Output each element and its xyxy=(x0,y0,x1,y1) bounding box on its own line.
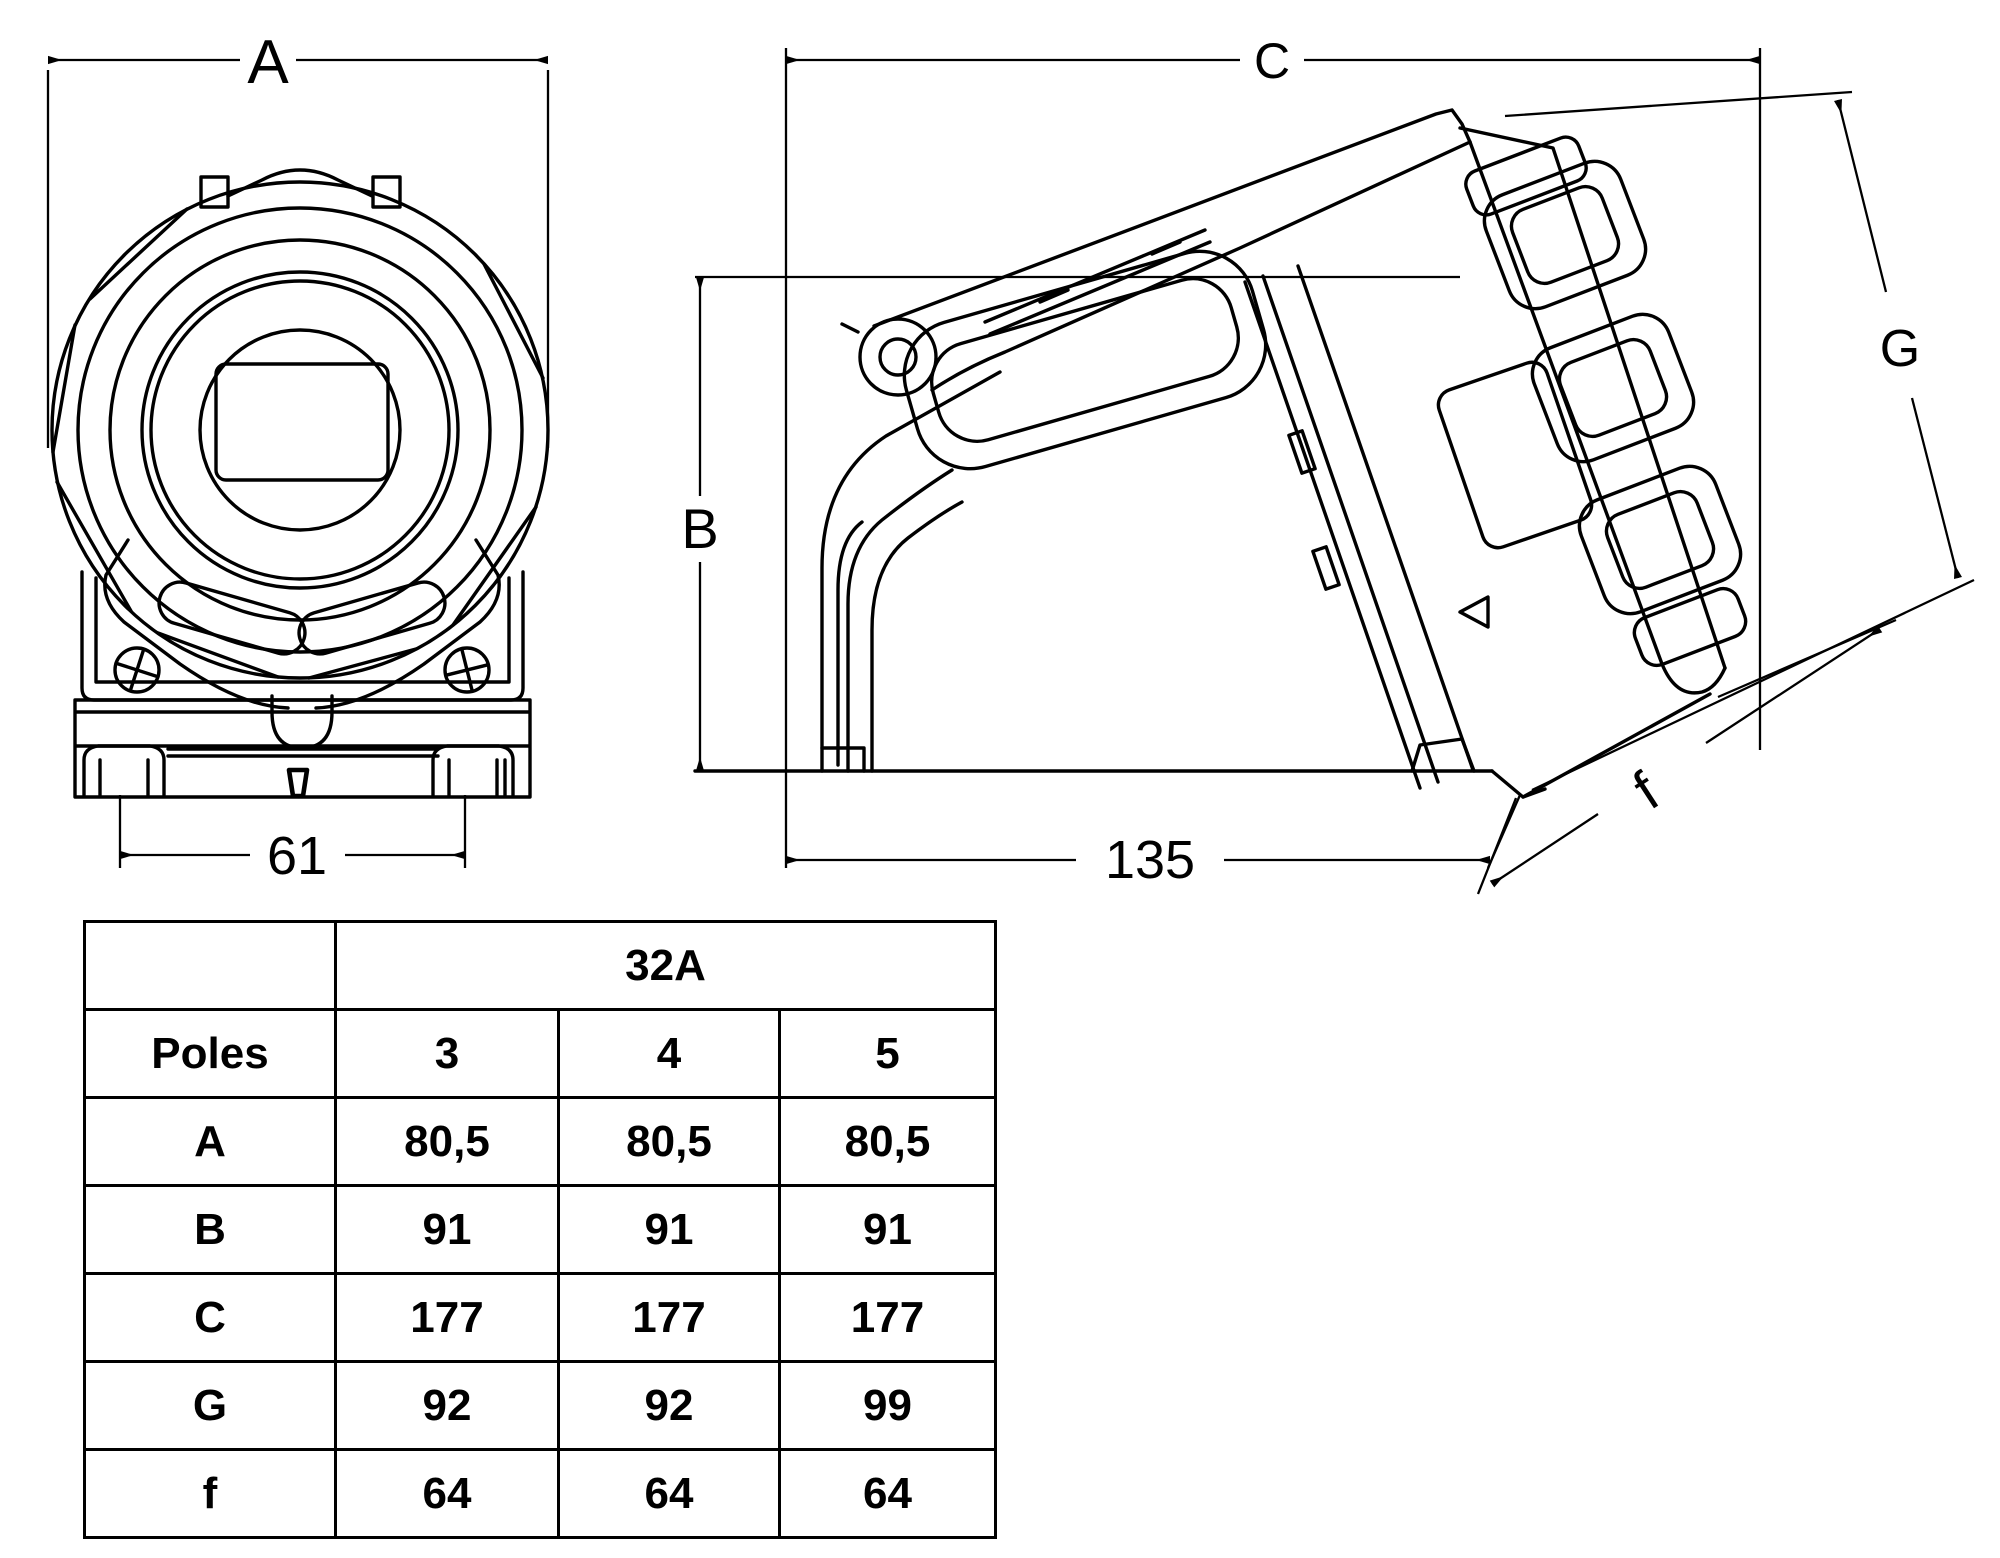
table-cell-G-5: 99 xyxy=(778,1360,997,1451)
table-cell-f-5: 64 xyxy=(778,1448,997,1539)
side-dim-135: 135 xyxy=(786,794,1522,890)
hinge-boss xyxy=(858,317,938,397)
table-cell-A-label: A xyxy=(83,1096,337,1187)
side-triangle-marker xyxy=(1458,595,1490,629)
table-row-current: 32A xyxy=(83,920,997,1011)
front-dim-A: A xyxy=(46,28,550,448)
front-socket-circle xyxy=(50,168,550,750)
dim-label-B: B xyxy=(681,497,718,560)
table-row-poles: Poles 3 4 5 xyxy=(83,1008,997,1099)
front-right-foot xyxy=(431,744,515,797)
table-cell-B-5: 91 xyxy=(778,1184,997,1275)
dimensions-table: 32A Poles 3 4 5 A 80,5 80,5 80,5 B 91 91… xyxy=(83,920,997,1539)
table-cell-C-label: C xyxy=(83,1272,337,1363)
hinge-pin xyxy=(878,337,918,377)
dim-label-A: A xyxy=(247,28,289,97)
front-mounting-base xyxy=(73,570,532,799)
dim-label-135: 135 xyxy=(1105,830,1195,890)
side-view: C B 135 f G xyxy=(681,33,1975,895)
front-center-tab xyxy=(286,767,310,799)
side-body xyxy=(820,249,1712,799)
dim-label-G: G xyxy=(1880,320,1920,378)
table-cell-B-4: 91 xyxy=(557,1184,781,1275)
table-row-C: C 177 177 177 xyxy=(83,1272,997,1363)
side-lid xyxy=(840,108,1748,695)
table-row-f: f 64 64 64 xyxy=(83,1448,997,1539)
table-cell-A-3: 80,5 xyxy=(334,1096,560,1187)
front-screw-left xyxy=(113,646,161,694)
side-dim-f: f xyxy=(1476,618,1897,895)
table-cell-poles-label: Poles xyxy=(83,1008,337,1099)
table-cell-poles-4: 4 xyxy=(557,1008,781,1099)
front-top-tab-right xyxy=(371,175,402,209)
dim-label-f: f xyxy=(1622,759,1670,821)
table-cell-C-4: 177 xyxy=(557,1272,781,1363)
side-face-window xyxy=(1436,360,1594,550)
table-cell-A-4: 80,5 xyxy=(557,1096,781,1187)
table-cell-f-label: f xyxy=(83,1448,337,1539)
table-cell-B-3: 91 xyxy=(334,1184,560,1275)
side-dim-B: B xyxy=(681,277,719,771)
front-keyway-window xyxy=(214,362,390,482)
front-dim-61: 61 xyxy=(118,795,467,886)
front-top-tab-left xyxy=(199,175,230,209)
table-cell-poles-3: 3 xyxy=(334,1008,560,1099)
table-cell-f-3: 64 xyxy=(334,1448,560,1539)
front-view: A 61 xyxy=(46,28,550,886)
table-cell-G-label: G xyxy=(83,1360,337,1451)
side-dim-C: C xyxy=(786,33,1760,89)
side-dim-G: G xyxy=(1504,90,1975,792)
table-cell-f-4: 64 xyxy=(557,1448,781,1539)
table-cell-G-4: 92 xyxy=(557,1360,781,1451)
table-cell-A-5: 80,5 xyxy=(778,1096,997,1187)
table-row-A: A 80,5 80,5 80,5 xyxy=(83,1096,997,1187)
front-latch-slot-left xyxy=(157,580,307,656)
table-cell-empty xyxy=(83,920,337,1011)
table-row-G: G 92 92 99 xyxy=(83,1360,997,1451)
table-cell-C-5: 177 xyxy=(778,1272,997,1363)
front-left-foot xyxy=(82,744,166,797)
table-cell-G-3: 92 xyxy=(334,1360,560,1451)
dim-label-61: 61 xyxy=(267,826,327,886)
table-cell-C-3: 177 xyxy=(334,1272,560,1363)
table-cell-current-rating: 32A xyxy=(334,920,997,1011)
table-cell-poles-5: 5 xyxy=(778,1008,997,1099)
dim-label-C: C xyxy=(1254,33,1290,89)
table-row-B: B 91 91 91 xyxy=(83,1184,997,1275)
table-cell-B-label: B xyxy=(83,1184,337,1275)
front-screw-right xyxy=(443,646,491,694)
front-latch-slot-right xyxy=(297,580,447,656)
